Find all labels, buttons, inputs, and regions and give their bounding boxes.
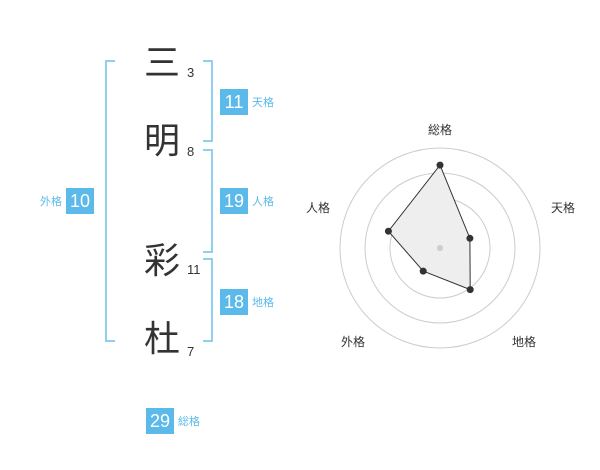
name-char-3: 彩 <box>143 241 180 282</box>
soukaku-label: 総格 <box>178 415 200 428</box>
jinkaku-bracket <box>203 149 213 253</box>
stroke-count-4: 7 <box>187 344 195 359</box>
radar-point <box>466 286 474 294</box>
tenkaku-value: 11 <box>220 89 248 115</box>
radar-point <box>436 161 444 169</box>
radar-point <box>384 227 392 235</box>
soukaku-value: 29 <box>146 408 174 434</box>
jinkaku-badge: 19 人格 <box>220 188 274 214</box>
radar-area <box>387 164 471 291</box>
gaikaku-bracket <box>105 60 115 342</box>
radar-points <box>384 161 474 294</box>
chikaku-bracket <box>203 258 213 342</box>
tenkaku-label: 天格 <box>252 96 274 109</box>
jinkaku-label: 人格 <box>252 195 274 208</box>
radar-label-soukaku: 総格 <box>428 122 452 137</box>
chikaku-badge: 18 地格 <box>220 289 274 315</box>
radar-ring <box>339 147 541 349</box>
chikaku-label: 地格 <box>252 296 274 309</box>
tenkaku-badge: 11 天格 <box>220 89 274 115</box>
radar-label-jinkaku: 人格 <box>306 200 330 215</box>
radar-point <box>419 267 427 275</box>
name-char-2: 明 <box>143 121 180 162</box>
chikaku-value: 18 <box>220 289 248 315</box>
name-char-1: 三 <box>143 43 180 84</box>
stroke-count-2: 8 <box>187 144 195 159</box>
soukaku-badge: 29 総格 <box>146 408 200 434</box>
radar-label-tenkaku: 天格 <box>551 200 575 215</box>
radar-label-chikaku: 地格 <box>512 334 536 349</box>
gaikaku-value: 10 <box>66 188 94 214</box>
radar-center <box>437 245 443 251</box>
tenkaku-bracket <box>203 60 213 142</box>
radar-point <box>466 234 474 242</box>
name-char-4: 杜 <box>143 319 180 360</box>
stroke-count-3: 11 <box>187 262 201 277</box>
gaikaku-label: 外格 <box>40 195 62 208</box>
jinkaku-value: 19 <box>220 188 248 214</box>
radar-label-gaikaku: 外格 <box>341 334 365 349</box>
gaikaku-badge: 外格 10 <box>40 188 94 214</box>
stroke-count-1: 3 <box>187 65 195 80</box>
